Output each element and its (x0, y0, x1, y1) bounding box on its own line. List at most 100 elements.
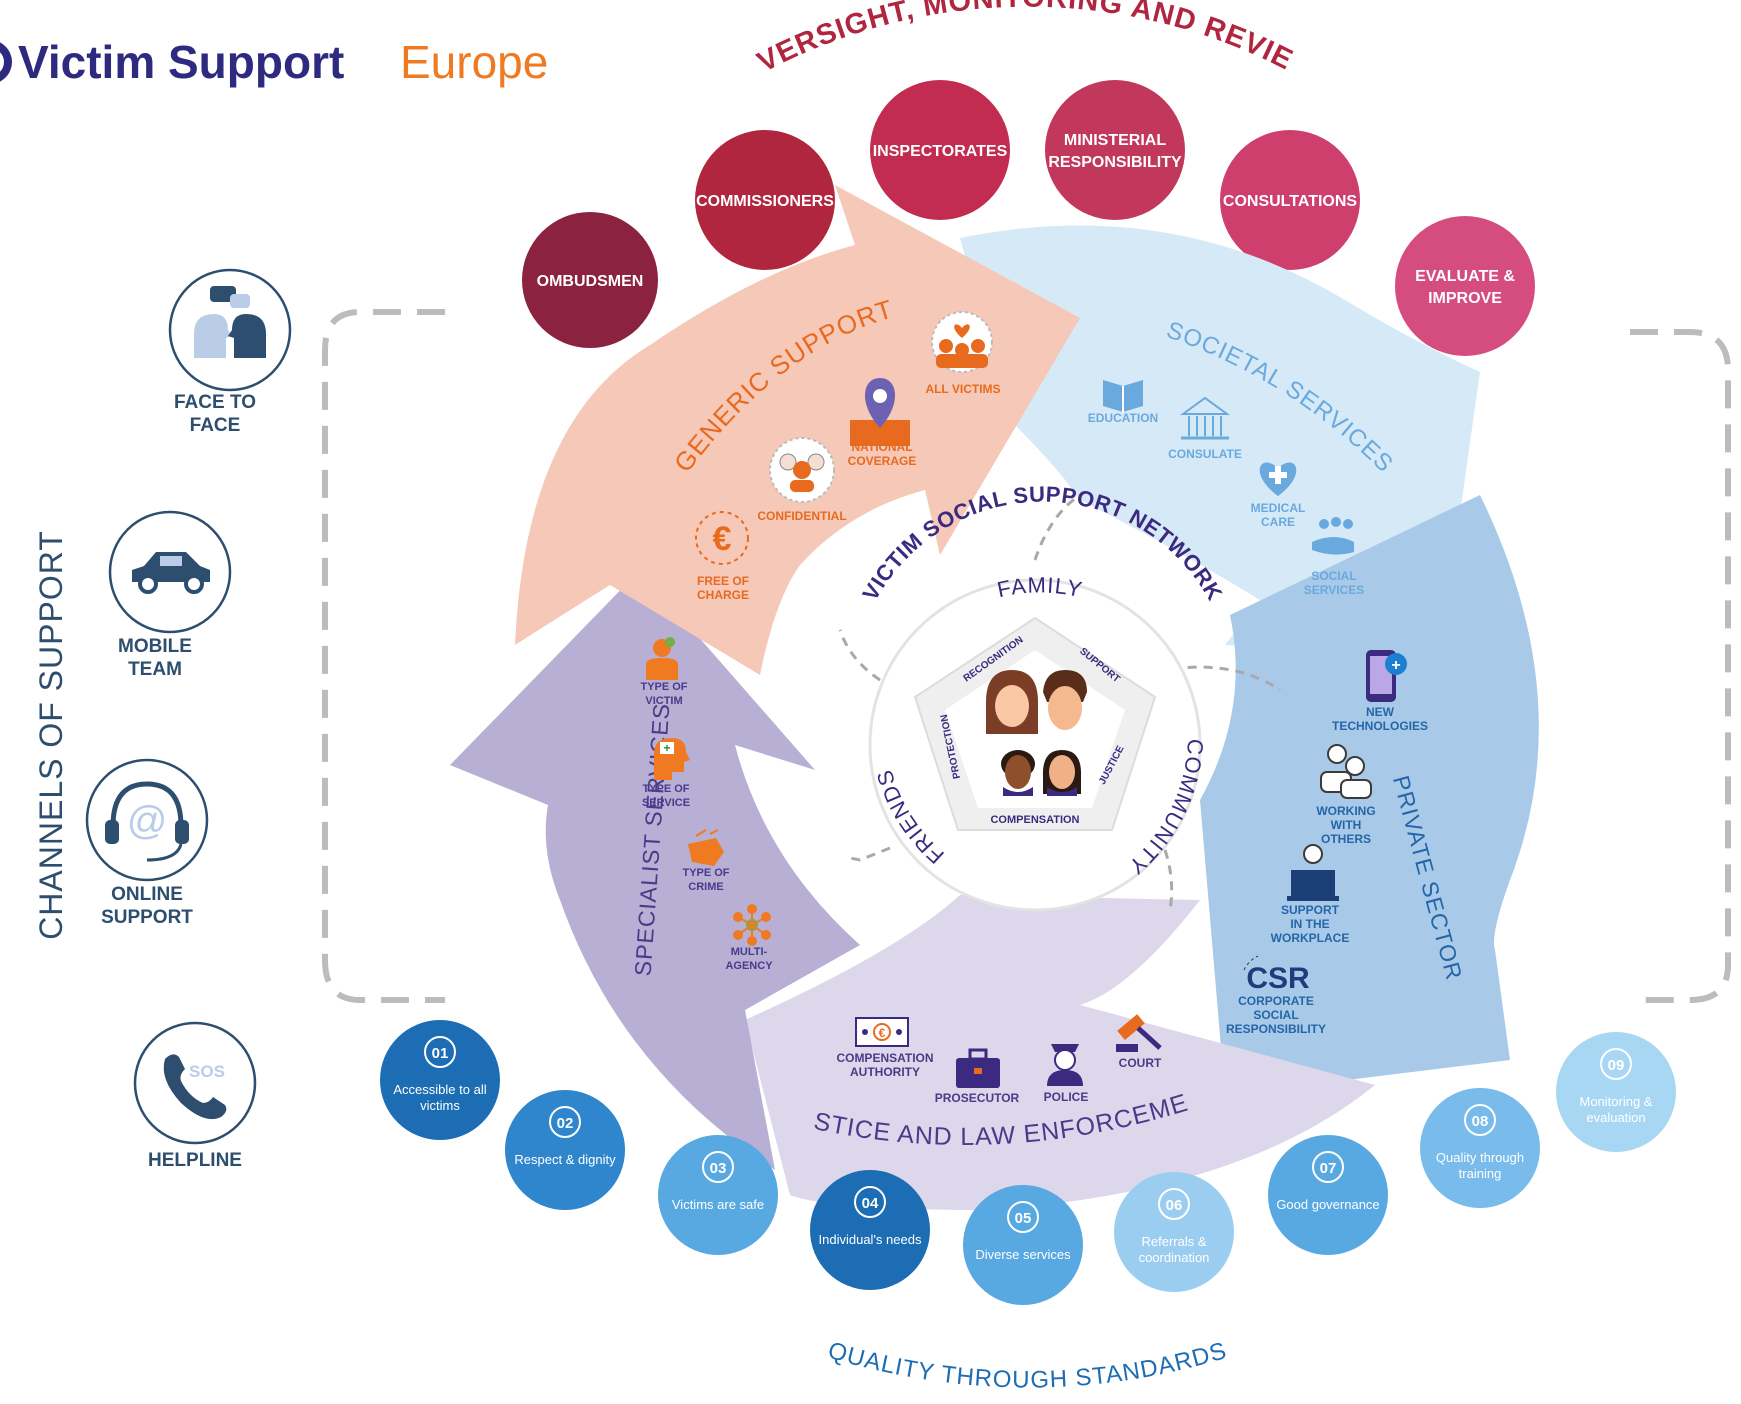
svg-text:+: + (663, 741, 670, 755)
svg-text:+: + (1391, 657, 1400, 674)
book-icon (1103, 380, 1143, 412)
channel-3: SOS HELPLINE (133, 1021, 257, 1171)
specialist-services-arrow (450, 570, 860, 1170)
people-faces-icon (986, 670, 1087, 796)
standard-number: 07 (1320, 1160, 1337, 1177)
fist-icon (688, 829, 724, 866)
generic-support-arrow (515, 185, 1080, 675)
oversight-circle-5: EVALUATE &IMPROVE (1395, 216, 1535, 356)
oversight-circle-2: INSPECTORATES (870, 80, 1010, 220)
justice-item-1: PROSECUTOR (935, 1048, 1020, 1105)
oversight-bubble (1220, 130, 1360, 270)
oversight-circle-1: COMMISSIONERS (695, 130, 835, 270)
headset-icon: @ (105, 781, 189, 862)
map-pin-icon (850, 378, 910, 446)
standard-number: 02 (557, 1115, 574, 1132)
hand-people-icon (1312, 517, 1354, 555)
justice-item-2: POLICE (1044, 1044, 1088, 1104)
justice-item-3: COURT (1116, 1014, 1162, 1070)
justice-label: COURT (1119, 1056, 1162, 1070)
generic-support-label: CONFIDENTIAL (757, 509, 846, 523)
generic-support-item-1: CONFIDENTIAL (757, 437, 847, 523)
specialist-label: MULTI-AGENCY (725, 946, 773, 972)
standards-title: QUALITY THROUGH STANDARDS (825, 1337, 1230, 1394)
oversight-circle-4: CONSULTATIONS (1220, 130, 1360, 270)
specialist-item-3: MULTI-AGENCY (725, 904, 773, 972)
svg-text:SOS: SOS (189, 1062, 225, 1081)
confidential-icon (769, 437, 835, 503)
svg-text:€: € (879, 1026, 886, 1040)
building-icon (1179, 396, 1231, 440)
societal-services-item-0: EDUCATION (1088, 380, 1158, 425)
standard-number: 06 (1166, 1197, 1183, 1214)
face-to-face-icon (194, 286, 266, 358)
standard-text: Individual's needs (819, 1232, 922, 1247)
oversight-bubble (695, 130, 835, 270)
standard-text: Diverse services (975, 1247, 1071, 1262)
oversight-bubble (870, 80, 1010, 220)
oversight-label: INSPECTORATES (873, 143, 1008, 160)
csr-text: CSR (1246, 962, 1310, 995)
oversight-circles: OMBUDSMEN COMMISSIONERS INSPECTORATES MINIS… (522, 80, 1535, 356)
generic-support-item-3: ALL VICTIMS (925, 311, 1001, 396)
oversight-label: OMBUDSMEN (537, 273, 644, 290)
gavel-icon (1116, 1014, 1162, 1052)
group-heart-icon (931, 311, 993, 373)
coworkers-icon (1320, 744, 1372, 799)
channels-title: CHANNELS OF SUPPORT (33, 530, 69, 940)
channel-label: HELPLINE (148, 1150, 242, 1171)
phone-plus-icon: + (1366, 650, 1407, 702)
standard-text: Victims are safe (672, 1197, 764, 1212)
csr-icon: CSR (1243, 955, 1310, 995)
standard-text: Good governance (1276, 1197, 1379, 1212)
justice-label: PROSECUTOR (935, 1091, 1020, 1105)
logo: Victim Support Europe (0, 36, 548, 88)
right-dashed-bracket (1630, 329, 1731, 1003)
left-dashed-bracket (322, 309, 445, 1003)
standard-number: 05 (1015, 1210, 1032, 1227)
oversight-label: COMMISSIONERS (696, 193, 834, 210)
logo-word-victim-support: Victim Support (18, 36, 344, 88)
euro-icon: € (695, 511, 749, 565)
laptop-worker-icon (1287, 844, 1339, 901)
standard-text: Monitoring &evaluation (1580, 1094, 1653, 1125)
oversight-bubble (522, 212, 658, 348)
standard-number: 09 (1608, 1057, 1625, 1074)
standard-number: 01 (432, 1045, 449, 1062)
standard-number: 04 (862, 1195, 879, 1212)
